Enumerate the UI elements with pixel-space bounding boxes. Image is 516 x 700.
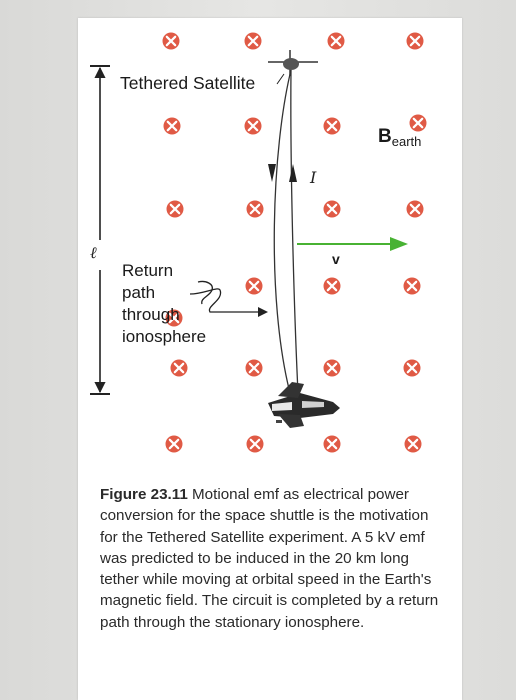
current-label: I [309, 168, 317, 187]
earth-subscript: earth [392, 134, 422, 149]
field-into-page-icon [323, 277, 341, 295]
field-into-page-icon [165, 435, 183, 453]
return-line-1: Return [122, 261, 173, 280]
return-line-4: ionosphere [122, 327, 206, 346]
velocity-label: v [332, 251, 340, 267]
field-into-page-icon [323, 117, 341, 135]
return-line-3: through [122, 305, 180, 324]
velocity-vector: v [297, 237, 408, 267]
field-into-page-icon [165, 309, 183, 327]
field-into-page-icon [323, 200, 341, 218]
field-into-page-icon [404, 435, 422, 453]
tethered-satellite-figure: ℓ I Tethered Satellite Bearth v [90, 32, 427, 453]
field-into-page-icon [409, 114, 427, 132]
length-label: ℓ [90, 243, 97, 262]
magnetic-field-grid [162, 32, 427, 453]
field-into-page-icon [244, 32, 262, 50]
textbook-page: ℓ I Tethered Satellite Bearth v [78, 18, 462, 700]
return-arrow [189, 288, 262, 313]
field-into-page-icon [246, 435, 264, 453]
field-into-page-icon [170, 359, 188, 377]
tethered-satellite-label: Tethered Satellite [120, 73, 255, 93]
field-into-page-icon [323, 359, 341, 377]
figure-caption: Figure 23.11 Motional emf as electrical … [100, 484, 440, 633]
field-into-page-icon [166, 200, 184, 218]
field-into-page-icon [403, 359, 421, 377]
length-dimension: ℓ [90, 65, 110, 395]
field-into-page-icon [245, 359, 263, 377]
field-into-page-icon [327, 32, 345, 50]
caption-figure-number: Figure 23.11 [100, 486, 188, 503]
b-symbol: B [378, 126, 392, 147]
satellite-leader-line [276, 73, 285, 85]
field-into-page-icon [403, 277, 421, 295]
field-into-page-icon [406, 32, 424, 50]
b-earth-label: Bearth [378, 126, 421, 149]
field-into-page-icon [406, 200, 424, 218]
return-path-label: Return path through ionosphere [122, 261, 268, 346]
field-into-page-icon [245, 277, 263, 295]
field-into-page-icon [244, 117, 262, 135]
current-arrow-down [268, 164, 276, 182]
current-arrow-up [289, 164, 297, 182]
return-line-2: path [122, 283, 155, 302]
tether: I [268, 69, 317, 394]
field-into-page-icon [323, 435, 341, 453]
satellite-icon [268, 50, 318, 76]
field-into-page-icon [246, 200, 264, 218]
caption-text: Motional emf as electrical power convers… [100, 486, 439, 631]
field-into-page-icon [162, 32, 180, 50]
space-shuttle-icon [268, 382, 340, 428]
field-into-page-icon [163, 117, 181, 135]
